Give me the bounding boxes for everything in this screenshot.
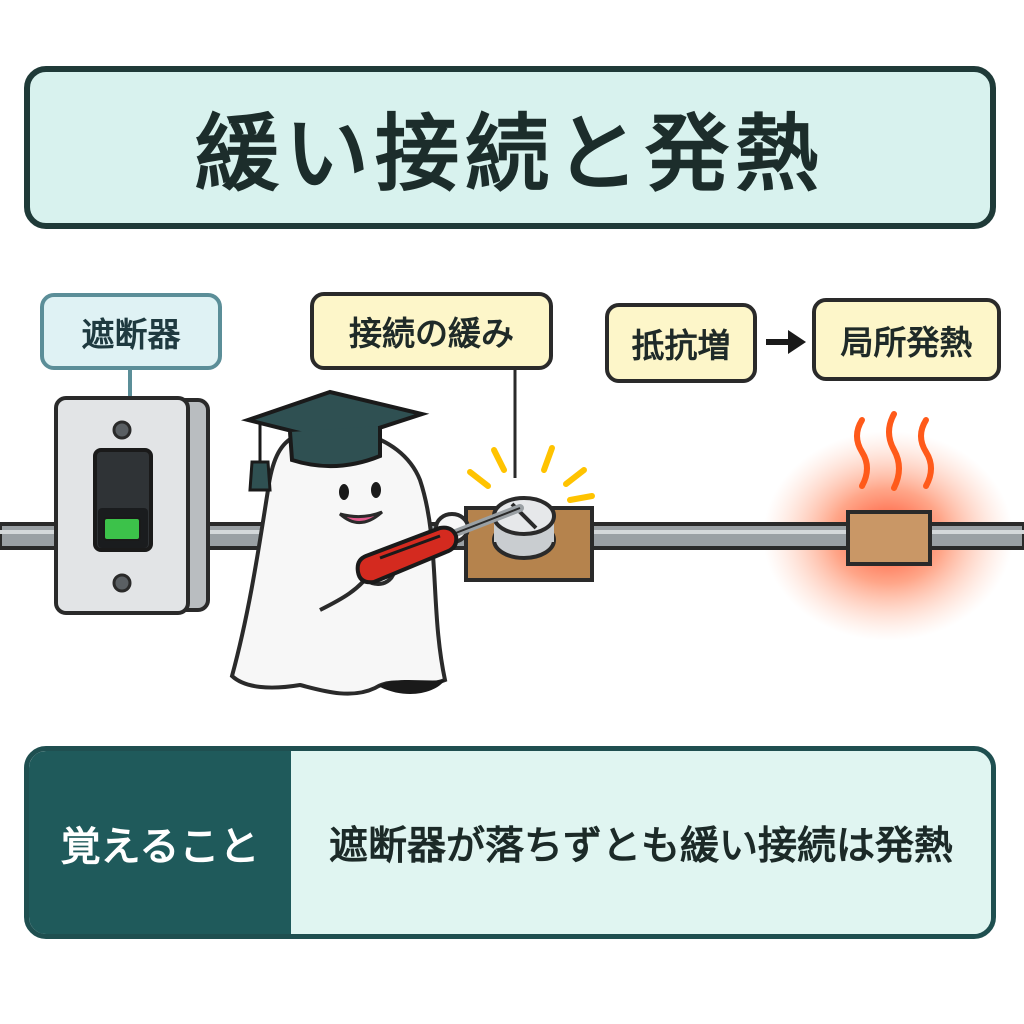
memo-text: 遮断器が落ちずとも緩い接続は発熱 — [328, 823, 953, 869]
label-local-heating: 局所発熱 — [812, 298, 1001, 381]
heated-terminal-block — [846, 510, 932, 566]
arrow-right-icon — [766, 330, 806, 354]
label-breaker: 遮断器 — [40, 293, 222, 370]
memo-heading-text: 覚えること — [60, 823, 260, 870]
memo-panel: 覚えること 遮断器が落ちずとも緩い接続は発熱 — [24, 746, 996, 939]
memo-body: 遮断器が落ちずとも緩い接続は発熱 — [291, 751, 991, 934]
graduation-cap-icon — [240, 389, 430, 492]
heat-wave-icon — [854, 411, 934, 491]
label-resistance-up-text: 抵抗増 — [631, 326, 731, 365]
page-title: 緩い接続と発熱 — [194, 105, 825, 203]
label-local-heating-text: 局所発熱 — [840, 322, 973, 362]
label-breaker-text: 遮断器 — [81, 314, 181, 354]
label-resistance-up: 抵抗増 — [605, 303, 757, 383]
circuit-breaker-icon — [54, 396, 210, 615]
memo-heading: 覚えること — [29, 751, 291, 934]
alert-spark-icon — [467, 445, 595, 503]
screwdriver-icon — [355, 504, 524, 585]
label-loose-connection-text: 接続の緩み — [349, 314, 514, 353]
label-loose-connection: 接続の緩み — [310, 292, 553, 370]
indicator-light — [103, 517, 141, 541]
title-banner: 緩い接続と発熱 — [24, 66, 996, 229]
loose-terminal-block — [464, 496, 594, 582]
